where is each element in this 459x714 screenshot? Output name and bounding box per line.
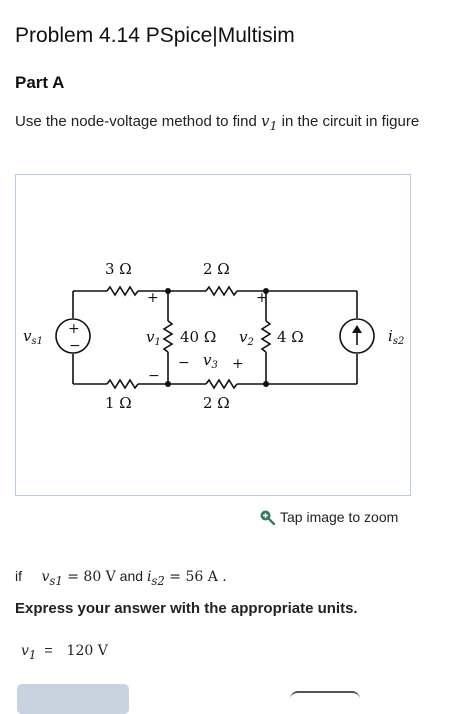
zoom-hint-text: Tap image to zoom: [280, 509, 399, 525]
magnifier-plus-icon: [260, 510, 275, 525]
v3-plus-sign: +: [232, 356, 244, 372]
circuit-figure[interactable]: + − 3 Ω 2 Ω 1 Ω 2 Ω 40 Ω 4 Ω vs1 is2 + v…: [15, 174, 411, 496]
v2-plus-sign: +: [256, 290, 268, 306]
resistor-label-top-right: 2 Ω: [203, 260, 230, 278]
answer-value: 120 V: [66, 643, 108, 659]
given-is2-sub: s2: [151, 573, 165, 588]
resistor-label-middle: 40 Ω: [180, 328, 216, 346]
problem-prompt: Use the node-voltage method to find v1 i…: [15, 111, 435, 136]
prompt-text-start: Use the node-voltage method to find: [15, 113, 261, 130]
submit-button[interactable]: [17, 684, 129, 714]
answer-variable: v1: [21, 643, 37, 662]
v1-label: v1: [146, 328, 161, 348]
v1-minus-sign: −: [148, 368, 160, 384]
part-label: Part A: [15, 73, 65, 92]
given-vs1-var: v: [41, 569, 50, 585]
given-if: if: [15, 568, 22, 584]
resistor-label-bottom-right: 2 Ω: [203, 394, 230, 412]
given-is2-value: = 56 A .: [164, 569, 227, 585]
given-vs1-value: = 80 V: [62, 569, 116, 585]
v2-label: v2: [239, 328, 254, 348]
partial-element: [290, 691, 360, 699]
answer-instruction: Express your answer with the appropriate…: [15, 600, 358, 617]
answer-row: v1 = 120 V: [21, 642, 108, 662]
prompt-variable-sub: 1: [269, 118, 278, 133]
resistor-label-bottom-left: 1 Ω: [105, 394, 132, 412]
vs1-minus-sign: −: [69, 338, 81, 354]
prompt-variable: v: [261, 112, 270, 130]
v1-plus-sign: +: [147, 290, 159, 306]
given-values: if vs1 = 80 V and is2 = 56 A .: [15, 568, 227, 588]
given-vs1-sub: s1: [49, 573, 63, 588]
resistor-label-right: 4 Ω: [277, 328, 304, 346]
v3-minus-sign: −: [178, 355, 190, 371]
given-is2-var: i: [146, 569, 152, 585]
answer-equals: =: [44, 642, 53, 658]
vs1-plus-sign: +: [68, 321, 80, 337]
resistor-label-top-left: 3 Ω: [105, 260, 132, 278]
is2-label: is2: [388, 327, 404, 347]
v3-label: v3: [203, 351, 218, 371]
prompt-text-end: in the circuit in figure: [277, 113, 420, 130]
circuit-diagram: + − 3 Ω 2 Ω 1 Ω 2 Ω 40 Ω 4 Ω vs1 is2 + v…: [23, 260, 404, 412]
problem-title: Problem 4.14 PSpice|Multisim: [15, 24, 295, 47]
vs1-label: vs1: [23, 327, 43, 347]
tap-to-zoom[interactable]: Tap image to zoom: [259, 509, 398, 525]
given-and: and: [115, 568, 147, 584]
